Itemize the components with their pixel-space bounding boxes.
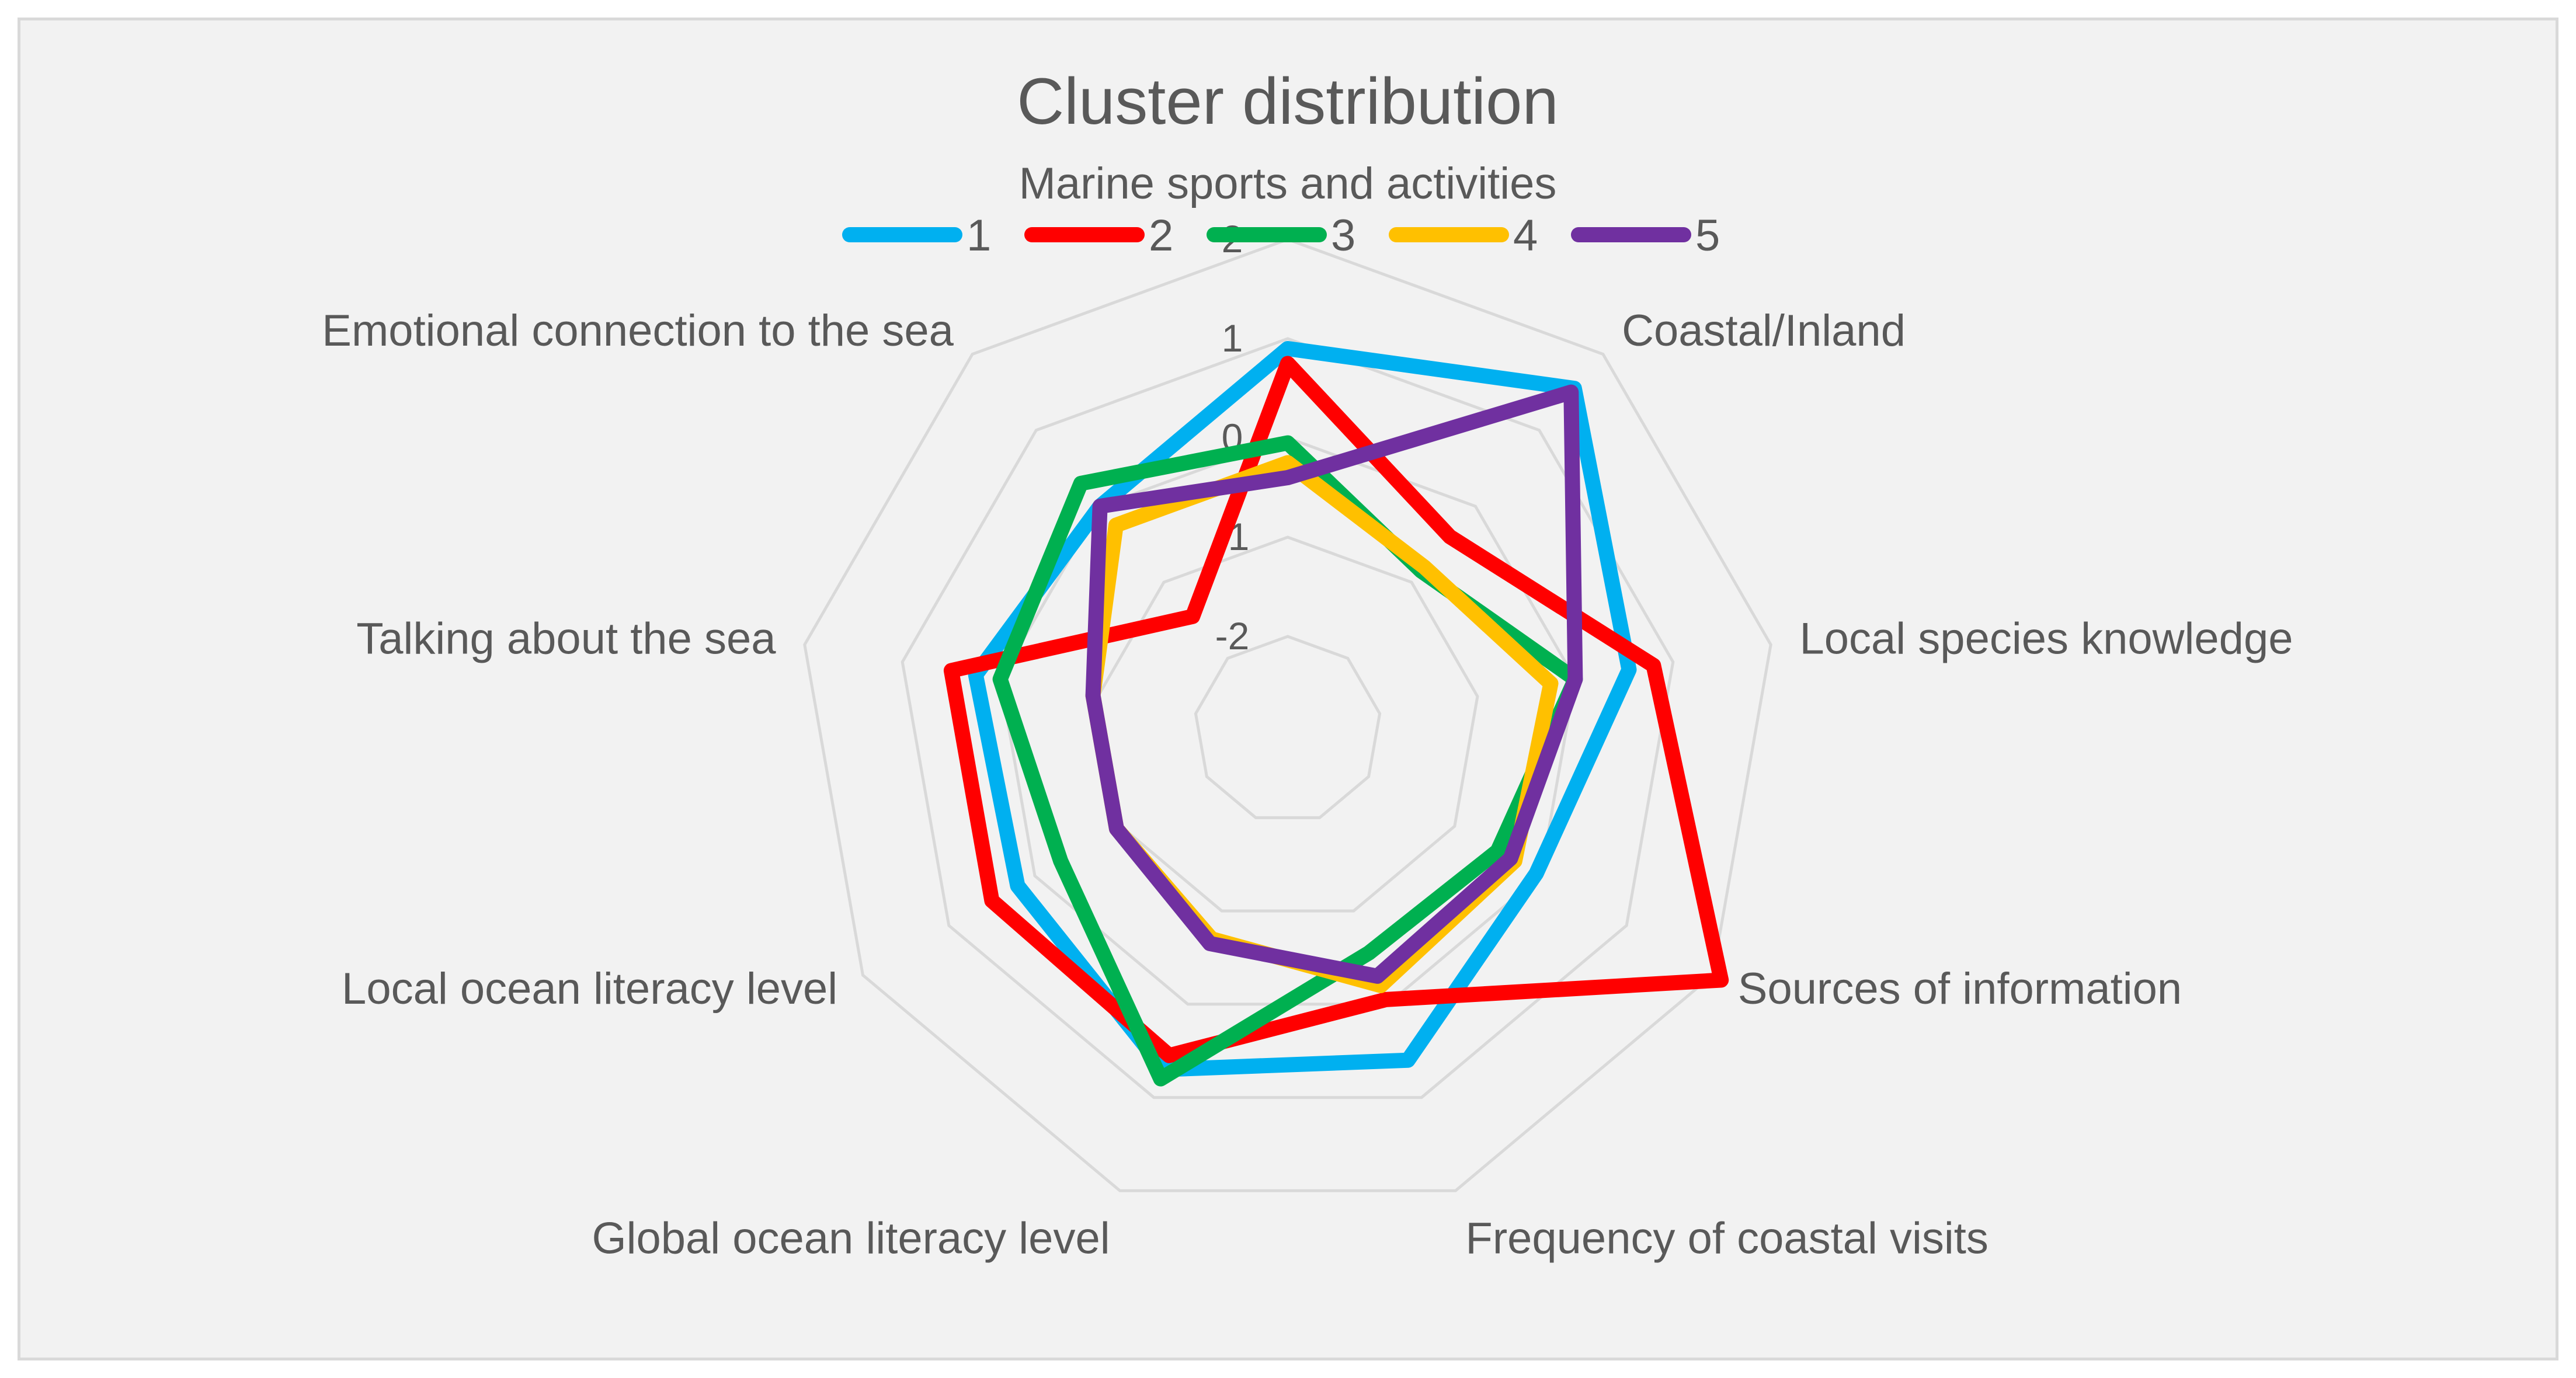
category-label: Local species knowledge (1800, 614, 2293, 664)
legend-item-1: 1 (842, 211, 991, 260)
category-label: Marine sports and activities (1019, 159, 1557, 208)
category-label: Frequency of coastal visits (1465, 1213, 1989, 1263)
tick-label: -2 (1215, 614, 1250, 657)
legend-label: 5 (1695, 211, 1720, 260)
legend-item-3: 3 (1207, 211, 1355, 260)
category-label: Sources of information (1738, 964, 2182, 1014)
legend-label: 3 (1331, 211, 1355, 260)
category-label: Talking about the sea (356, 614, 776, 664)
series-line-2 (943, 356, 1729, 1063)
category-label: Global ocean literacy level (592, 1213, 1110, 1263)
legend-label: 4 (1513, 211, 1538, 260)
grid-ring-1 (1096, 535, 1479, 913)
category-label: Emotional connection to the sea (322, 306, 954, 356)
legend-label: 1 (967, 211, 991, 260)
legend-item-2: 2 (1024, 211, 1173, 260)
category-label: Local ocean literacy level (342, 964, 837, 1014)
grid-ring-4 (803, 238, 1772, 1192)
legend-item-5: 5 (1571, 211, 1720, 260)
category-labels: Marine sports and activitiesCoastal/Inla… (322, 159, 2293, 1263)
value-axis-ticks: -2-1012 (1215, 217, 1250, 657)
legend: 1 2 3 4 5 (842, 211, 1720, 260)
series-line-4 (1085, 455, 1559, 993)
chart-title: Cluster distribution (1017, 65, 1559, 138)
series-lines (943, 341, 1729, 1087)
category-label: Coastal/Inland (1622, 306, 1906, 356)
legend-item-4: 4 (1389, 211, 1538, 260)
tick-label: 1 (1222, 316, 1243, 360)
legend-label: 2 (1149, 211, 1173, 260)
grid-ring-0 (1194, 635, 1382, 819)
series-line-5 (1085, 384, 1583, 984)
